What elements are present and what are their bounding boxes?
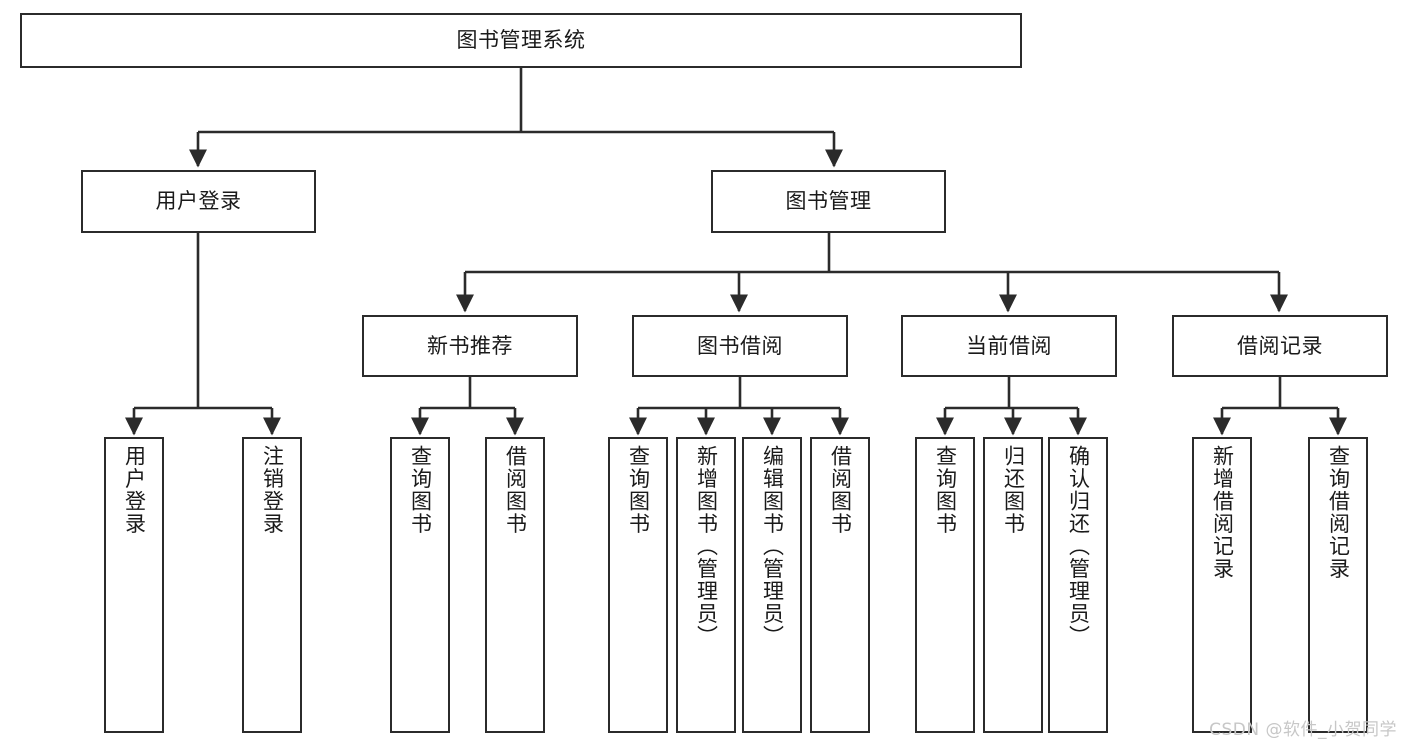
- node-current-borrow-label: 当前借阅: [966, 333, 1052, 358]
- leaf-add-borrow-record[interactable]: 新增借阅记录: [1192, 437, 1252, 733]
- leaf-confirm-return-admin[interactable]: 确认归还（管理员）: [1048, 437, 1108, 733]
- leaf-borrow-book-label: 借阅图书: [828, 445, 853, 535]
- leaf-borrow-book-recommend-label: 借阅图书: [503, 445, 528, 535]
- node-book-management[interactable]: 图书管理: [711, 170, 946, 233]
- node-root[interactable]: 图书管理系统: [20, 13, 1022, 68]
- node-user-login-label: 用户登录: [155, 189, 242, 214]
- node-book-borrow-label: 图书借阅: [697, 333, 783, 358]
- leaf-search-book-current[interactable]: 查询图书: [915, 437, 975, 733]
- leaf-search-book-label: 查询图书: [626, 445, 651, 535]
- leaf-search-book-recommend[interactable]: 查询图书: [390, 437, 450, 733]
- leaf-return-book-label: 归还图书: [1001, 445, 1026, 535]
- leaf-search-book-current-label: 查询图书: [933, 445, 958, 535]
- node-new-book-recommend[interactable]: 新书推荐: [362, 315, 578, 377]
- node-root-label: 图书管理系统: [456, 28, 586, 53]
- node-current-borrow[interactable]: 当前借阅: [901, 315, 1117, 377]
- leaf-confirm-return-admin-label: 确认归还（管理员）: [1066, 445, 1091, 648]
- leaf-search-book-recommend-label: 查询图书: [408, 445, 433, 535]
- leaf-user-login-label: 用户登录: [122, 445, 147, 535]
- leaf-logout[interactable]: 注销登录: [242, 437, 302, 733]
- leaf-add-borrow-record-label: 新增借阅记录: [1210, 445, 1235, 580]
- leaf-logout-label: 注销登录: [260, 445, 285, 535]
- node-borrow-record-label: 借阅记录: [1237, 333, 1323, 358]
- node-borrow-record[interactable]: 借阅记录: [1172, 315, 1388, 377]
- leaf-add-book-admin[interactable]: 新增图书（管理员）: [676, 437, 736, 733]
- node-book-borrow[interactable]: 图书借阅: [632, 315, 848, 377]
- leaf-search-borrow-record-label: 查询借阅记录: [1326, 445, 1351, 580]
- leaf-borrow-book[interactable]: 借阅图书: [810, 437, 870, 733]
- leaf-search-borrow-record[interactable]: 查询借阅记录: [1308, 437, 1368, 733]
- watermark: CSDN @软件_小贺同学: [1209, 720, 1397, 740]
- leaf-edit-book-admin[interactable]: 编辑图书（管理员）: [742, 437, 802, 733]
- node-book-management-label: 图书管理: [785, 189, 872, 214]
- node-user-login[interactable]: 用户登录: [81, 170, 316, 233]
- leaf-borrow-book-recommend[interactable]: 借阅图书: [485, 437, 545, 733]
- leaf-search-book[interactable]: 查询图书: [608, 437, 668, 733]
- leaf-return-book[interactable]: 归还图书: [983, 437, 1043, 733]
- leaf-add-book-admin-label: 新增图书（管理员）: [694, 445, 719, 648]
- leaf-edit-book-admin-label: 编辑图书（管理员）: [760, 445, 785, 648]
- node-new-book-recommend-label: 新书推荐: [427, 333, 513, 358]
- leaf-user-login[interactable]: 用户登录: [104, 437, 164, 733]
